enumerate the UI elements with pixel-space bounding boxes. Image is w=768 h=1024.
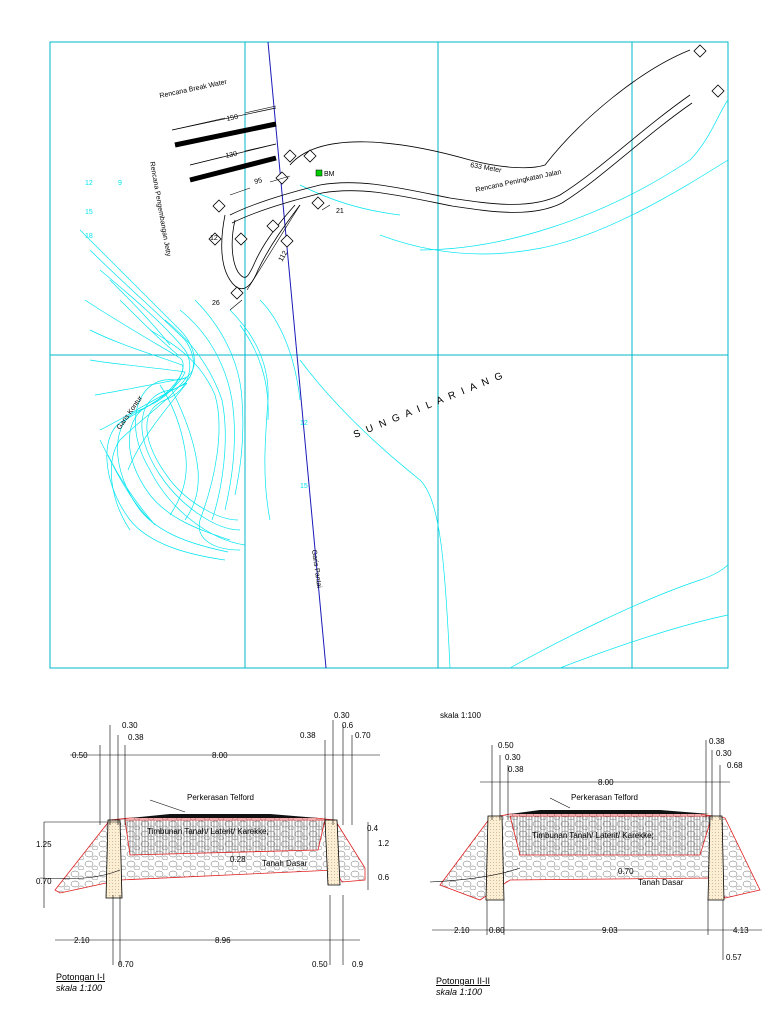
dim-label: 0.6: [378, 873, 390, 882]
contour-label: 12: [300, 420, 308, 427]
dim-95-label: 95: [254, 177, 263, 186]
dim-150-label: 150: [226, 114, 239, 123]
dim-label: 9.03: [602, 926, 618, 935]
dim-label: 0.80: [489, 926, 505, 935]
map-grid: [50, 42, 728, 668]
timbunan-label: Timbunan Tanah/ Laterit/ Karekke;: [147, 827, 269, 836]
dim-label: 0.28: [230, 855, 246, 864]
site-plan-map: Rencana Break Water 150 130 95 21 112 26…: [49, 41, 729, 669]
section-2-scale: skala 1:100: [436, 987, 483, 997]
dim-label: 2.10: [454, 926, 470, 935]
dim-label: 0.30: [505, 753, 521, 762]
contour-lines: [79, 99, 729, 669]
dim-label: 0.68: [727, 761, 743, 770]
dim-label: 1.2: [378, 839, 390, 848]
dim-label: 0.50: [312, 960, 328, 969]
dim-130-label: 130: [225, 151, 238, 160]
dim-label: 0.30: [716, 749, 732, 758]
dim-label: 0.50: [72, 751, 88, 760]
dim-label: 0.38: [508, 765, 524, 774]
dim-label: 0.6: [342, 721, 354, 730]
perkerasan-label: Perkerasan Telford: [187, 793, 254, 802]
dim-label: 8.00: [598, 778, 614, 787]
tanah-dasar-label: Tanah Dasar: [638, 878, 684, 887]
dim-label: 4.13: [733, 926, 749, 935]
dim-label: 0.70: [118, 960, 134, 969]
section-1-title: Potongan I-I: [56, 972, 106, 982]
dim-label: 0.38: [709, 737, 725, 746]
dim-label: 1.25: [36, 840, 52, 849]
contour-label: 18: [85, 233, 93, 240]
contour-label: 15: [85, 209, 93, 216]
section-2-fill: [509, 815, 713, 856]
dim-label: 0.70: [355, 731, 371, 740]
cross-sections: 0.30 0.38 0.50 8.00 0.38 0.30 0.6 0.70 1…: [36, 711, 762, 969]
section-2-pavement: [510, 810, 710, 814]
dim-label: 2.10: [74, 936, 90, 945]
skala-top-label: skala 1:100: [440, 711, 481, 720]
contour-label: 9: [118, 180, 122, 187]
dim-label: 0.9: [352, 960, 364, 969]
section-2: skala 1:100 0.50 0.30 0.38 8.00 0.38 0.3…: [429, 711, 762, 962]
dim-26-label: 26: [212, 300, 220, 307]
dim-21-label: 21: [336, 208, 344, 215]
contour-label: 15: [300, 483, 308, 490]
dim-label: 0.38: [128, 733, 144, 742]
contour-label: 12: [85, 180, 93, 187]
section-1: 0.30 0.38 0.50 8.00 0.38 0.30 0.6 0.70 1…: [36, 711, 390, 969]
dim-label: 0.70: [36, 877, 52, 886]
section-2-ground: [429, 867, 521, 883]
dimension-lines: [171, 105, 331, 311]
section-1-caption: Potongan I-I skala 1:100: [56, 972, 105, 994]
section-1-wall-right: [324, 819, 341, 886]
section-2-wall-left: [485, 815, 505, 901]
dim-label: 0.30: [334, 711, 350, 720]
timbunan-label: Timbunan Tanah/ Laterit/ Karekke;: [532, 831, 654, 840]
dim-label: 8.96: [215, 936, 231, 945]
section-2-title: Potongan II-II: [436, 976, 491, 986]
bm-label: BM: [324, 171, 335, 178]
dim-label: 0.4: [367, 824, 379, 833]
dim-label: 0.30: [122, 721, 138, 730]
section-1-ground: [39, 869, 121, 880]
section-2-wall-right: [707, 815, 725, 901]
dim-label: 8.00: [212, 751, 228, 760]
dim-label: 0.57: [726, 953, 742, 962]
shoreline: [267, 41, 327, 669]
section-1-scale: skala 1:100: [56, 983, 103, 993]
tanah-dasar-label: Tanah Dasar: [262, 859, 308, 868]
dim-label: 0.50: [498, 741, 514, 750]
survey-markers: [208, 44, 725, 300]
dim-label: 0.38: [300, 731, 316, 740]
dim-112-label: 112: [278, 250, 290, 263]
section-1-wall-left: [105, 819, 123, 899]
dim-12-label: 12: [210, 235, 218, 242]
section-1-fill: [124, 819, 326, 856]
section-2-caption: Potongan II-II skala 1:100: [436, 976, 490, 998]
road-path: [221, 49, 693, 290]
perkerasan-label: Perkerasan Telford: [571, 793, 638, 802]
dim-label: 0.70: [618, 867, 634, 876]
bm-marker: [315, 169, 323, 177]
section-1-pavement: [130, 814, 318, 818]
